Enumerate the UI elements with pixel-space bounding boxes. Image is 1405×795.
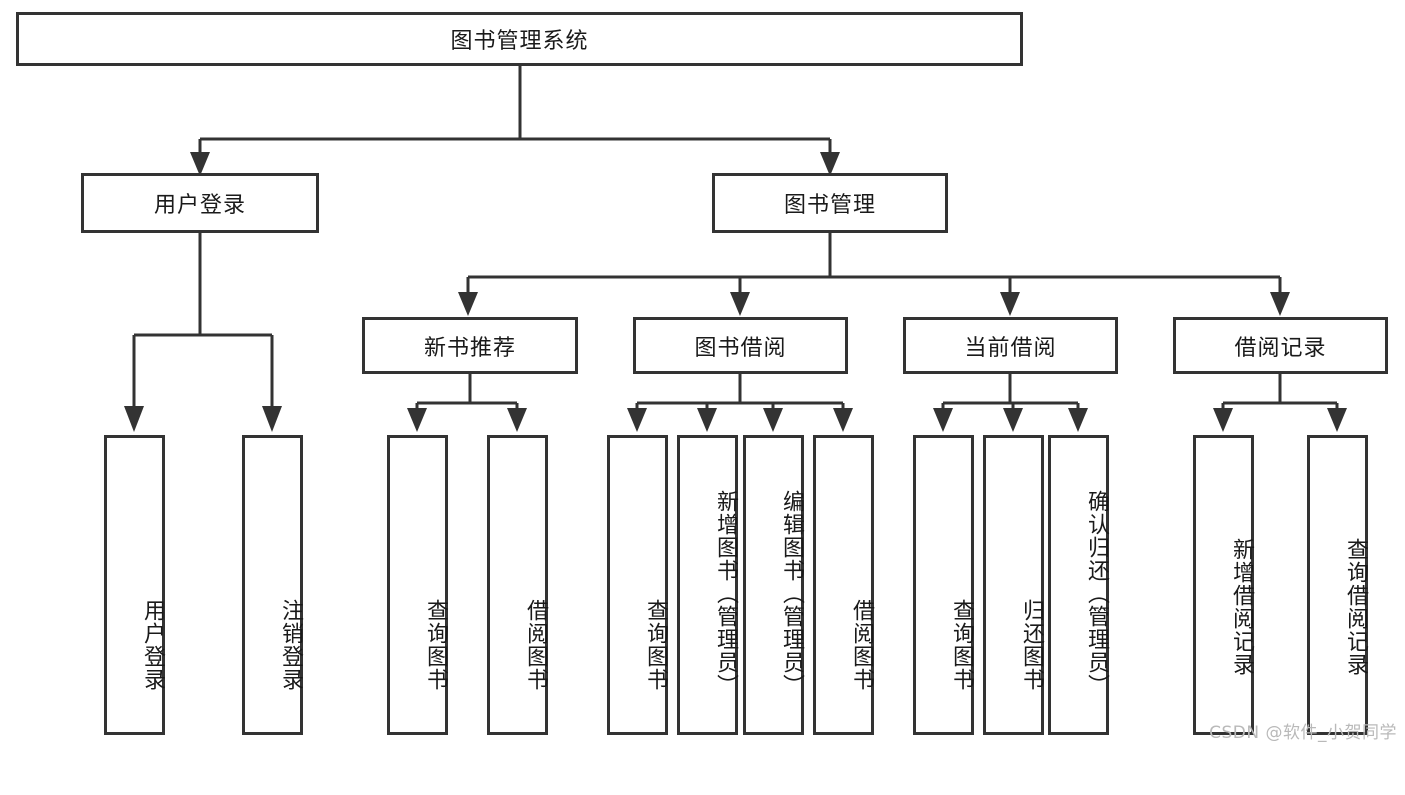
edge-current-to-leaves xyxy=(933,374,1088,432)
leaf-node[interactable] xyxy=(104,435,165,735)
leaf-node[interactable] xyxy=(1307,435,1368,735)
edge-userlogin-to-leaves xyxy=(124,233,282,432)
leaf-node[interactable] xyxy=(813,435,874,735)
edge-bookmgmt-to-level3 xyxy=(458,233,1290,316)
edge-newbook-to-leaves xyxy=(407,374,527,432)
node-root[interactable] xyxy=(16,12,1023,66)
leaf-node[interactable] xyxy=(913,435,974,735)
node-user-login[interactable] xyxy=(81,173,319,233)
leaf-node[interactable] xyxy=(607,435,668,735)
node-book-management[interactable] xyxy=(712,173,948,233)
leaf-node[interactable] xyxy=(1193,435,1254,735)
edge-borrow-to-leaves xyxy=(627,374,853,432)
leaf-node[interactable] xyxy=(677,435,738,735)
node-book-borrow[interactable] xyxy=(633,317,848,374)
node-current-borrow[interactable] xyxy=(903,317,1118,374)
leaf-node[interactable] xyxy=(743,435,804,735)
leaf-node[interactable] xyxy=(1048,435,1109,735)
leaf-node[interactable] xyxy=(387,435,448,735)
edge-root-to-level2 xyxy=(190,66,840,176)
node-borrow-record[interactable] xyxy=(1173,317,1388,374)
diagram-connectors xyxy=(124,66,1347,432)
leaf-node[interactable] xyxy=(242,435,303,735)
watermark-text: CSDN @软件_小贺同学 xyxy=(1209,723,1397,743)
edge-record-to-leaves xyxy=(1213,374,1347,432)
node-new-book-recommend[interactable] xyxy=(362,317,578,374)
leaf-node[interactable] xyxy=(983,435,1044,735)
leaf-node[interactable] xyxy=(487,435,548,735)
